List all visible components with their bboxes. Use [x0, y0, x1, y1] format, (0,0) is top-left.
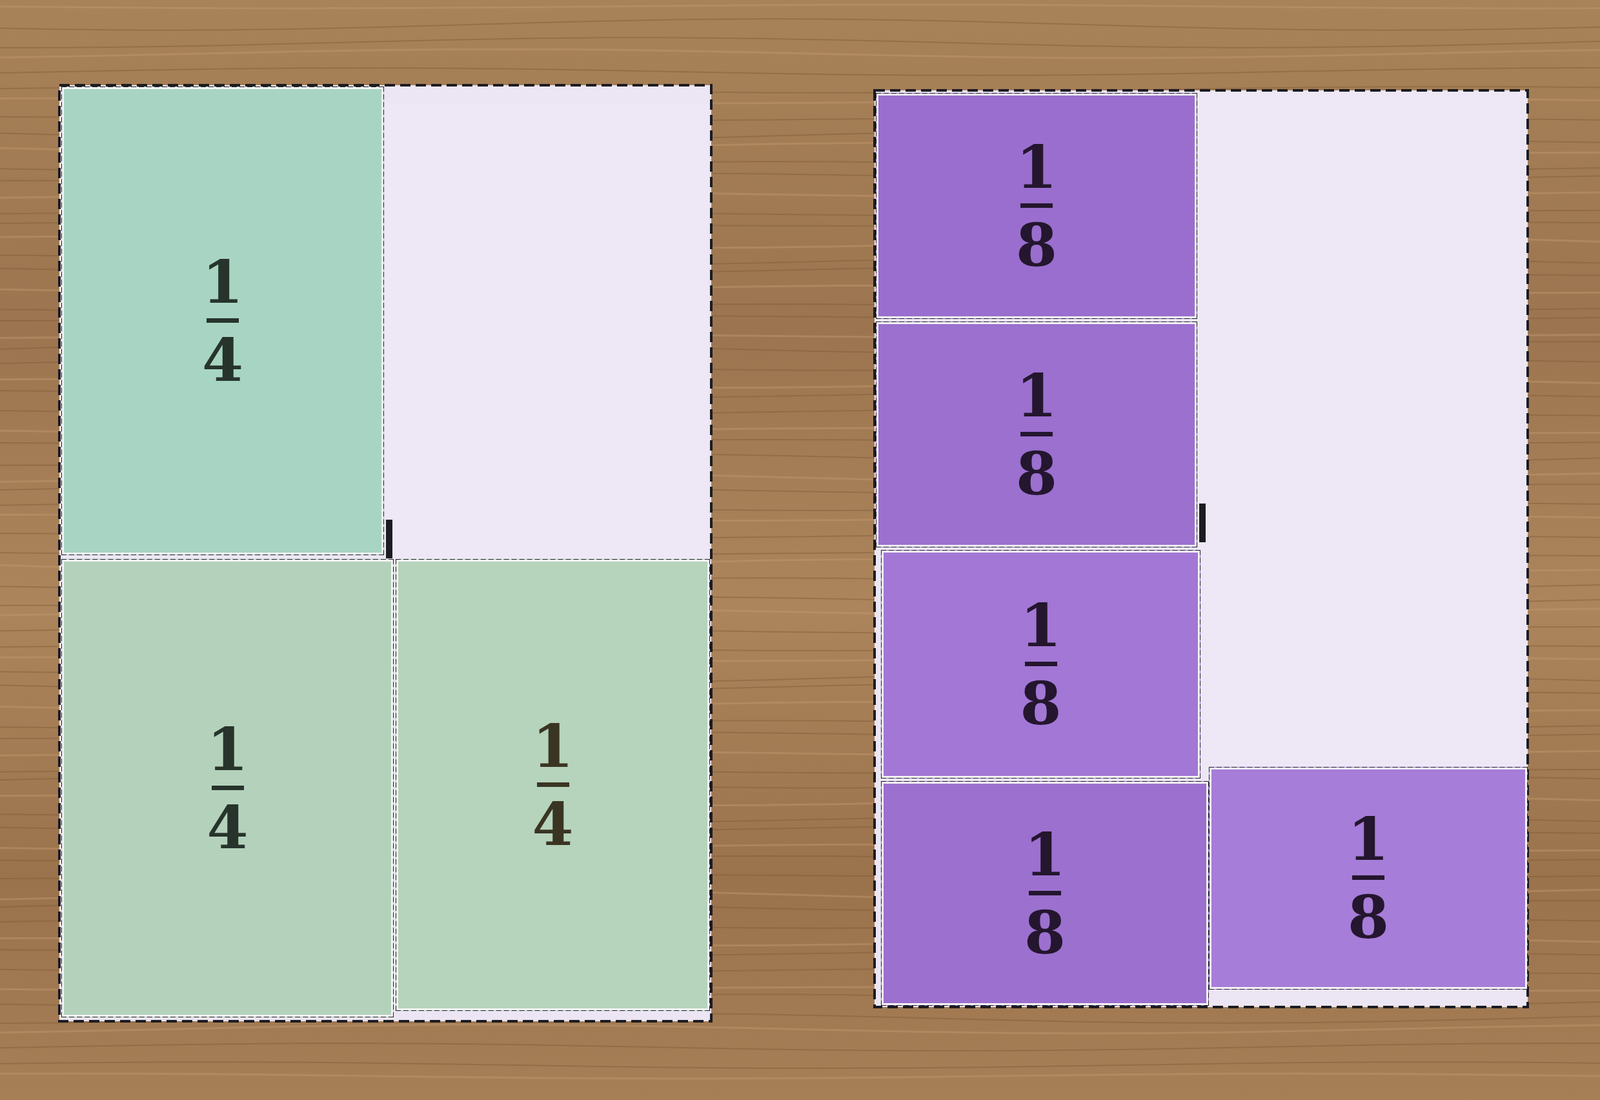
- grain-line: [0, 4, 1600, 9]
- fraction-board: [874, 90, 1528, 1007]
- numerator: 1: [1015, 365, 1058, 426]
- fraction-card: 18: [881, 549, 1201, 779]
- fraction-bar: [1028, 890, 1062, 896]
- fraction-card: 14: [395, 558, 710, 1011]
- empty-space: [1197, 91, 1520, 770]
- empty-space: [384, 103, 709, 563]
- numerator: 1: [206, 719, 248, 780]
- denominator: 8: [1024, 902, 1066, 963]
- numerator: 1: [1019, 595, 1062, 656]
- fraction-bar: [536, 782, 570, 787]
- fraction-bar: [1020, 431, 1053, 437]
- grain-line: [0, 1073, 1600, 1079]
- fraction-card: 14: [61, 558, 394, 1018]
- grain-line: [0, 1043, 1600, 1051]
- fraction-bar: [1020, 203, 1053, 208]
- fraction-card: 18: [1208, 766, 1528, 990]
- numerator: 1: [531, 716, 574, 776]
- denominator: 8: [1015, 444, 1058, 504]
- fraction-bar: [1024, 661, 1058, 667]
- denominator: 4: [202, 330, 244, 390]
- fraction-bar: [1352, 875, 1385, 880]
- denominator: 8: [1347, 887, 1389, 947]
- grain-line: [0, 18, 1600, 31]
- fraction-card: 18: [881, 780, 1209, 1006]
- numerator: 1: [1347, 809, 1389, 869]
- fraction-card: 18: [875, 321, 1198, 548]
- wood-grain: [0, 4, 1600, 1079]
- grain-line: [0, 1061, 1600, 1069]
- numerator: 1: [1024, 824, 1066, 885]
- fraction-board: [59, 85, 712, 1022]
- fraction-card: 18: [875, 92, 1198, 319]
- denominator: 4: [206, 797, 248, 858]
- grain-line: [0, 1024, 1600, 1034]
- fraction-bar: [206, 318, 239, 323]
- centre-mark: [385, 519, 393, 559]
- grain-line: [0, 67, 1600, 76]
- denominator: 8: [1019, 673, 1062, 734]
- fraction-bar: [211, 785, 244, 790]
- numerator: 1: [1015, 137, 1058, 197]
- grain-line: [0, 49, 1600, 59]
- fraction-card: 14: [61, 86, 385, 556]
- denominator: 4: [531, 794, 574, 854]
- grain-line: [0, 37, 1600, 48]
- centre-mark: [1199, 503, 1206, 543]
- denominator: 8: [1015, 215, 1058, 275]
- numerator: 1: [202, 252, 244, 312]
